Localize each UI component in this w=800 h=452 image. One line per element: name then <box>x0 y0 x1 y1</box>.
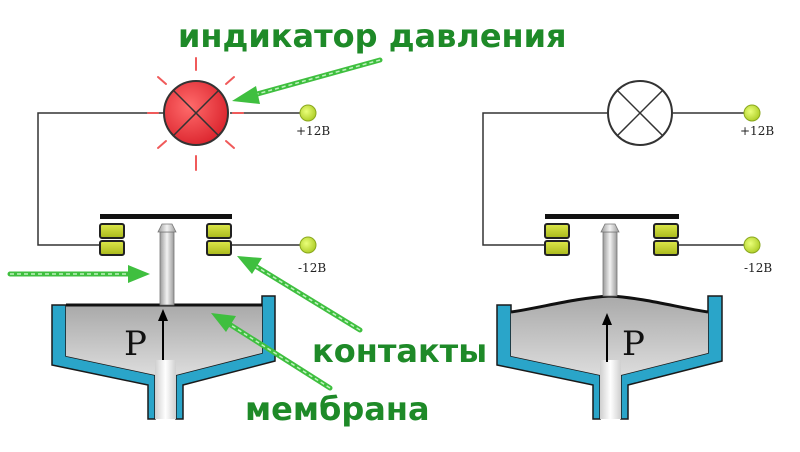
label-contacts: контакты <box>312 332 487 370</box>
left-pressure-symbol: P <box>124 324 147 364</box>
pointer-arrows <box>7 57 383 391</box>
contact-bridge <box>545 214 679 219</box>
left-terminal-plus-label: +12В <box>296 124 330 138</box>
contact-blocks <box>544 223 679 256</box>
indicator-lamp-off <box>607 80 673 146</box>
indicator-lamp-on <box>163 80 229 146</box>
right-pressure-symbol: P <box>622 324 645 364</box>
pressure-chamber <box>496 294 723 420</box>
pressure-arrow <box>602 313 612 362</box>
right-terminal-plus-label: +12В <box>740 124 774 138</box>
terminal-minus-12v <box>299 236 317 254</box>
arrow-to-stem <box>7 265 150 283</box>
terminal-plus-12v <box>743 104 761 122</box>
left-sensor <box>37 57 317 420</box>
terminal-minus-12v <box>743 236 761 254</box>
right-sensor <box>482 80 761 420</box>
right-terminal-minus-label: -12В <box>744 261 772 275</box>
arrow-to-membrane <box>211 313 333 391</box>
lamp-rays <box>147 57 244 171</box>
label-membrane: мембрана <box>245 390 430 428</box>
plunger-stem <box>600 223 620 297</box>
arrow-to-indicator <box>232 57 383 104</box>
label-pressure-indicator: индикатор давления <box>178 17 567 55</box>
contact-blocks <box>99 223 232 256</box>
left-terminal-minus-label: -12В <box>298 261 326 275</box>
plunger-stem <box>157 223 177 306</box>
pressure-arrow <box>158 309 168 360</box>
contact-bridge <box>100 214 232 219</box>
arrow-to-contacts <box>237 256 363 333</box>
terminal-plus-12v <box>299 104 317 122</box>
right-wiring <box>482 112 748 246</box>
